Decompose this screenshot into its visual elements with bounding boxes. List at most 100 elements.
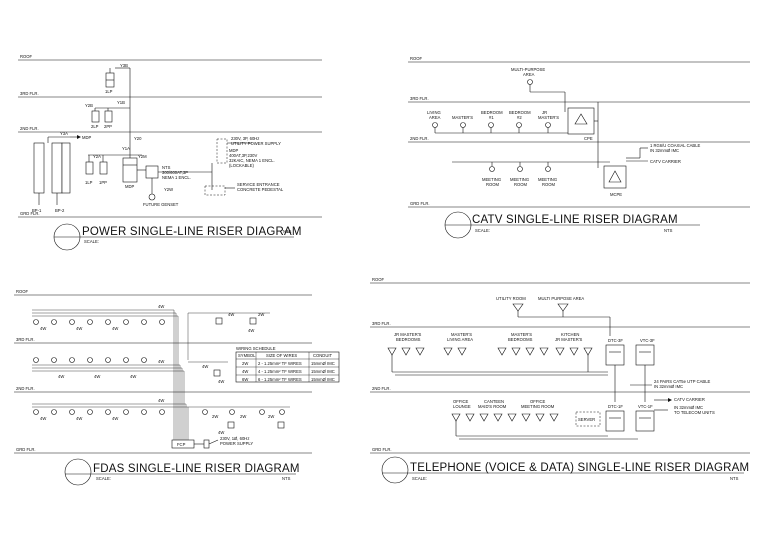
- mdp-spec: MDP: [229, 148, 239, 153]
- catv-floor-3rd: 3RD FLR.: [410, 96, 429, 101]
- fdas-devices-3rd: [33, 319, 165, 325]
- power-floor-2nd: 2ND FLR.: [20, 126, 39, 131]
- power-floor-3rd: 3RD FLR.: [20, 91, 39, 96]
- fdas-bell: [213, 369, 221, 377]
- tel-carrier-note: TO TELECOM UNITS: [674, 410, 715, 415]
- wire-label: 4W: [76, 416, 82, 421]
- fdas-bell: [277, 421, 285, 429]
- fdas-title-circle: [64, 458, 92, 486]
- power-nts: NTS: [283, 229, 292, 234]
- fdas-riser-diagram: ROOF 3RD FLR. 2ND FLR. GRD FLR. 4W 4W 4W…: [14, 289, 340, 486]
- schedule-cell: 2 - 1.25mm² TF WIRES: [258, 361, 302, 366]
- catv-room-label: ROOM: [542, 182, 556, 187]
- tel-floor-2nd: 2ND FLR.: [372, 386, 391, 391]
- fdas-bell: [227, 421, 235, 429]
- wire-label: 2W: [258, 312, 264, 317]
- catv-room-label: ROOM: [514, 182, 528, 187]
- tel-room-label: OFFICE: [453, 399, 469, 404]
- panel-bp-1: [33, 142, 45, 194]
- wire-label: 4W: [112, 326, 118, 331]
- wire-label: 4W: [202, 364, 208, 369]
- panel-label: 2LP: [91, 124, 99, 129]
- schedule-cell: 4W: [242, 369, 248, 374]
- panel-label: 1LP: [105, 89, 113, 94]
- catv-floor-roof: ROOF: [410, 56, 423, 61]
- catv-cable-note: 1 RG6/U COAXIAL CABLE: [650, 143, 701, 148]
- catv-room-label: ROOM: [486, 182, 500, 187]
- tel-title-circle: [381, 456, 409, 484]
- tel-floor-grd: GRD FLR.: [372, 447, 392, 452]
- utp-note: 24 PAIRS CAT5e UTP CABLE: [654, 379, 711, 384]
- y-label: Y20: [134, 136, 142, 141]
- y-label: Y3B: [120, 63, 128, 68]
- schedule-cell: 15mmØ IMC: [311, 369, 335, 374]
- tel-outlets-3rd: [387, 347, 593, 356]
- nts-breaker: [145, 165, 159, 179]
- tel-carrier-note: IN 32mmØ IMC: [674, 405, 703, 410]
- y-label: Y2W: [164, 187, 173, 192]
- tel-floor-roof: ROOF: [372, 277, 385, 282]
- catv-room-label: MASTER'S: [452, 115, 473, 120]
- tel-room-label: MULTI PURPOSE AREA: [538, 296, 584, 301]
- wire-label: 4W: [248, 328, 254, 333]
- mdp-arrow-label: MDP: [82, 135, 92, 140]
- utility-label: UTILITY POWER SUPPLY: [231, 141, 281, 146]
- schedule-cell: 15mmØ IMC: [311, 361, 335, 366]
- mcpe-label: MCPE: [610, 192, 622, 197]
- catv-scale: SCALE:: [475, 228, 490, 233]
- panel-1pp: [99, 161, 108, 175]
- panel-label: BP-1: [32, 208, 42, 213]
- mdp-spec: (LOCKABLE): [229, 163, 255, 168]
- wire-label: 4W: [130, 374, 136, 379]
- wire-label: 4W: [58, 374, 64, 379]
- wire-label: 2W: [240, 414, 246, 419]
- wire-label: 4W: [40, 416, 46, 421]
- catv-outlet: [432, 122, 438, 128]
- schedule-cell: 4 - 1.25mm² TF WIRES: [258, 369, 302, 374]
- catv-room-label: LIVING: [427, 110, 441, 115]
- fdas-floor-3rd: 3RD FLR.: [16, 337, 35, 342]
- server-label: SERVER: [578, 417, 595, 422]
- catv-room-label: BEDROOM: [509, 110, 531, 115]
- schedule-header: CONDUIT: [313, 353, 333, 358]
- tel-server: [575, 411, 601, 427]
- tel-room-label: BEDROOMS: [396, 337, 421, 342]
- fdas-title: FDAS SINGLE-LINE RISER DIAGRAM: [93, 463, 300, 475]
- wire-label: 4W: [94, 374, 100, 379]
- wire-label: 4W: [76, 326, 82, 331]
- dtc1-label: DTC-1F: [608, 404, 623, 409]
- catv-room-label: BEDROOM: [481, 110, 503, 115]
- wire-label: 4W: [112, 416, 118, 421]
- tel-room-label: CANTEEN: [484, 399, 504, 404]
- genset-symbol: [148, 193, 156, 201]
- concrete-pedestal: [204, 185, 226, 196]
- vtc3-label: VTC-3F: [640, 338, 655, 343]
- catv-room-label: #2: [517, 115, 522, 120]
- fdas-supply: POWER SUPPLY: [220, 441, 253, 446]
- catv-floor-grd: GRD FLR.: [410, 201, 430, 206]
- tel-room-label: JR MASTER'S: [555, 337, 583, 342]
- catv-room-label: MEETING: [482, 177, 501, 182]
- catv-room-label: JR: [542, 110, 547, 115]
- panel-label: 2PP: [104, 124, 112, 129]
- y-label: Y1A: [122, 146, 130, 151]
- panel-label: BP-2: [55, 208, 65, 213]
- wire-label: 4W: [218, 430, 224, 435]
- service-label: SERVICE ENTRANCE: [237, 182, 280, 187]
- nts-label: NTS: [162, 165, 171, 170]
- catv-riser-diagram: ROOF 3RD FLR. 2ND FLR. GRD FLR. MULTI-PU…: [408, 56, 750, 239]
- fdas-supply: 230V, 1Ø, 60Hz: [220, 436, 249, 441]
- catv-room-label: AREA: [429, 115, 441, 120]
- tel-carrier: CATV CARRIER: [674, 397, 705, 402]
- mdp-spec: 32KAIC, NEMA 1 ENCL.: [229, 158, 275, 163]
- catv-mcpe: [603, 165, 627, 189]
- catv-room-label: MEETING: [510, 177, 529, 182]
- fdas-devices-grd: [33, 409, 165, 415]
- tel-outlet: [557, 303, 569, 312]
- catv-room-label: #1: [489, 115, 494, 120]
- catv-outlet: [489, 166, 495, 172]
- panel-bp-2: [51, 142, 63, 194]
- wire-label: 4W: [158, 398, 164, 403]
- panel-side: [61, 142, 71, 194]
